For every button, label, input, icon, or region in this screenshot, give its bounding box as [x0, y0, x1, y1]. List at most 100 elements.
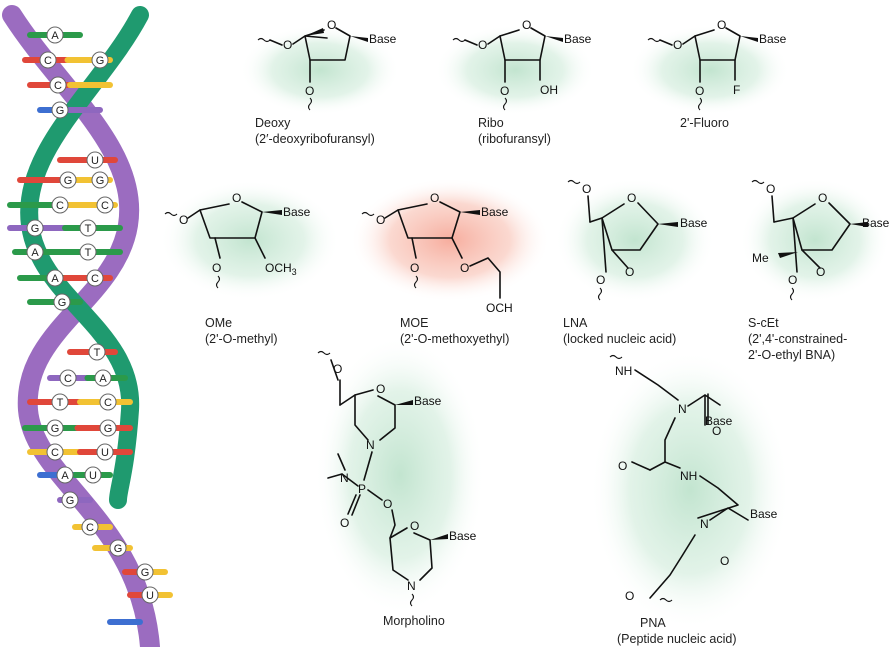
substituent-label: F [733, 83, 740, 97]
caption-subtitle: (2',4'-constrained- [748, 332, 847, 346]
nucleotide-letter: G [114, 543, 123, 555]
caption-subtitle: (2'-O-methyl) [205, 332, 278, 346]
nucleotide-letter: C [101, 200, 109, 212]
glow-morpholino [315, 335, 485, 615]
atom-oxygen: O [179, 213, 188, 227]
molecule-deoxy: O O Base O Deoxy (2′-deoxyribofuransyl) [255, 18, 397, 146]
ring-bond [389, 527, 433, 581]
atom-nh: NH [680, 469, 697, 483]
base-label: Base [705, 414, 733, 428]
nucleotide-letter: G [31, 223, 40, 235]
base-label: Base [283, 205, 311, 219]
caption-title: Ribo [478, 116, 504, 130]
atom-nitrogen: N [366, 438, 375, 452]
atom-oxygen: O [695, 84, 704, 98]
nucleotide-letter: G [141, 567, 150, 579]
nucleotide-letter: G [64, 175, 73, 187]
base-label: Base [680, 216, 708, 230]
atom-oxygen: O [625, 265, 634, 279]
glow-ribo [435, 25, 595, 115]
atom-oxygen: O [383, 497, 392, 511]
atom-nh: NH [615, 364, 632, 378]
atom-nitrogen: N [407, 579, 416, 593]
ring-oxygen: O [430, 191, 439, 205]
caption-title: MOE [400, 316, 428, 330]
nucleotide-circle: G [61, 491, 79, 509]
nucleotide-letter: G [96, 55, 105, 67]
atom-oxygen: O [500, 84, 509, 98]
base-label: Base [862, 216, 890, 230]
ring-oxygen: O [327, 18, 336, 32]
nucleotide-circle: G [99, 419, 117, 437]
nucleotide-circle: G [51, 101, 69, 119]
nucleotide-letter: C [104, 397, 112, 409]
caption-title: Morpholino [383, 614, 445, 628]
wavy-bond [409, 593, 415, 607]
atom-oxygen: O [340, 516, 349, 530]
nucleotide-letter: A [61, 470, 69, 482]
nucleotide-letter: A [31, 247, 39, 259]
bond [773, 217, 821, 273]
wavy-bond [257, 37, 271, 43]
nucleotide-circle: C [99, 393, 117, 411]
ring-bond [397, 201, 461, 239]
substituent-label: OCH3 [265, 261, 297, 277]
caption-subtitle: (2′-deoxyribofuransyl) [255, 132, 375, 146]
bond [214, 237, 266, 259]
bond [697, 475, 739, 519]
bond [704, 393, 709, 426]
nucleotide-letter: C [86, 522, 94, 534]
nucleotide-letter: C [51, 447, 59, 459]
nucleotide-circle: A [46, 269, 64, 287]
caption-title: Deoxy [255, 116, 291, 130]
nucleotide-letter: U [101, 447, 109, 459]
atom-nitrogen: N [340, 471, 349, 485]
nucleotide-circle: C [86, 269, 104, 287]
molecule-moe: O O Base O O OCH MOE (2'-O-methoxyethyl) [361, 191, 513, 346]
wedge-bond [658, 222, 678, 227]
substituent-label: OCH [486, 301, 513, 315]
nucleotide-letter: C [91, 273, 99, 285]
atom-oxygen: O [283, 38, 292, 52]
bond [464, 39, 478, 46]
nucleotide-circle: A [26, 243, 44, 261]
caption-subtitle: (ribofuransyl) [478, 132, 551, 146]
base-label: Base [750, 507, 778, 521]
nucleotide-circle: C [96, 196, 114, 214]
nucleotide-circle: G [109, 539, 127, 557]
base-label: Base [449, 529, 477, 543]
base-label: Base [481, 205, 509, 219]
wavy-bond [789, 287, 795, 301]
atom-oxygen: O [720, 554, 729, 568]
ring-oxygen: O [717, 18, 726, 32]
bond [469, 257, 501, 299]
ring-bond [792, 202, 851, 251]
bond [589, 217, 629, 273]
atom-oxygen: O [478, 38, 487, 52]
bond [330, 359, 341, 406]
bond [587, 195, 591, 223]
glow-fluoro [630, 25, 790, 115]
atom-oxygen: O [788, 273, 797, 287]
molecule-morpholino: O O Base N P N O O O Base N Morpholino [317, 350, 477, 628]
nucleotide-circle: U [84, 466, 102, 484]
nucleotide-circle: G [46, 419, 64, 437]
wavy-bond [567, 179, 581, 185]
methyl-label: Me [752, 251, 769, 265]
bond [327, 453, 359, 487]
bond [487, 35, 501, 45]
wavy-bond [413, 275, 419, 289]
nucleotide-circle: C [51, 196, 69, 214]
wavy-bond [659, 597, 673, 603]
nucleotide-circle: G [136, 563, 154, 581]
nucleotide-letter: G [104, 423, 113, 435]
nucleotide-circle: C [46, 443, 64, 461]
nucleotide-letter: G [96, 175, 105, 187]
bond [634, 369, 679, 401]
bond [504, 59, 541, 83]
nucleotide-circle: T [88, 343, 106, 361]
atom-oxygen: O [212, 261, 221, 275]
ring-oxygen: O [376, 382, 385, 396]
bond [363, 451, 373, 481]
wavy-bond [164, 211, 178, 217]
